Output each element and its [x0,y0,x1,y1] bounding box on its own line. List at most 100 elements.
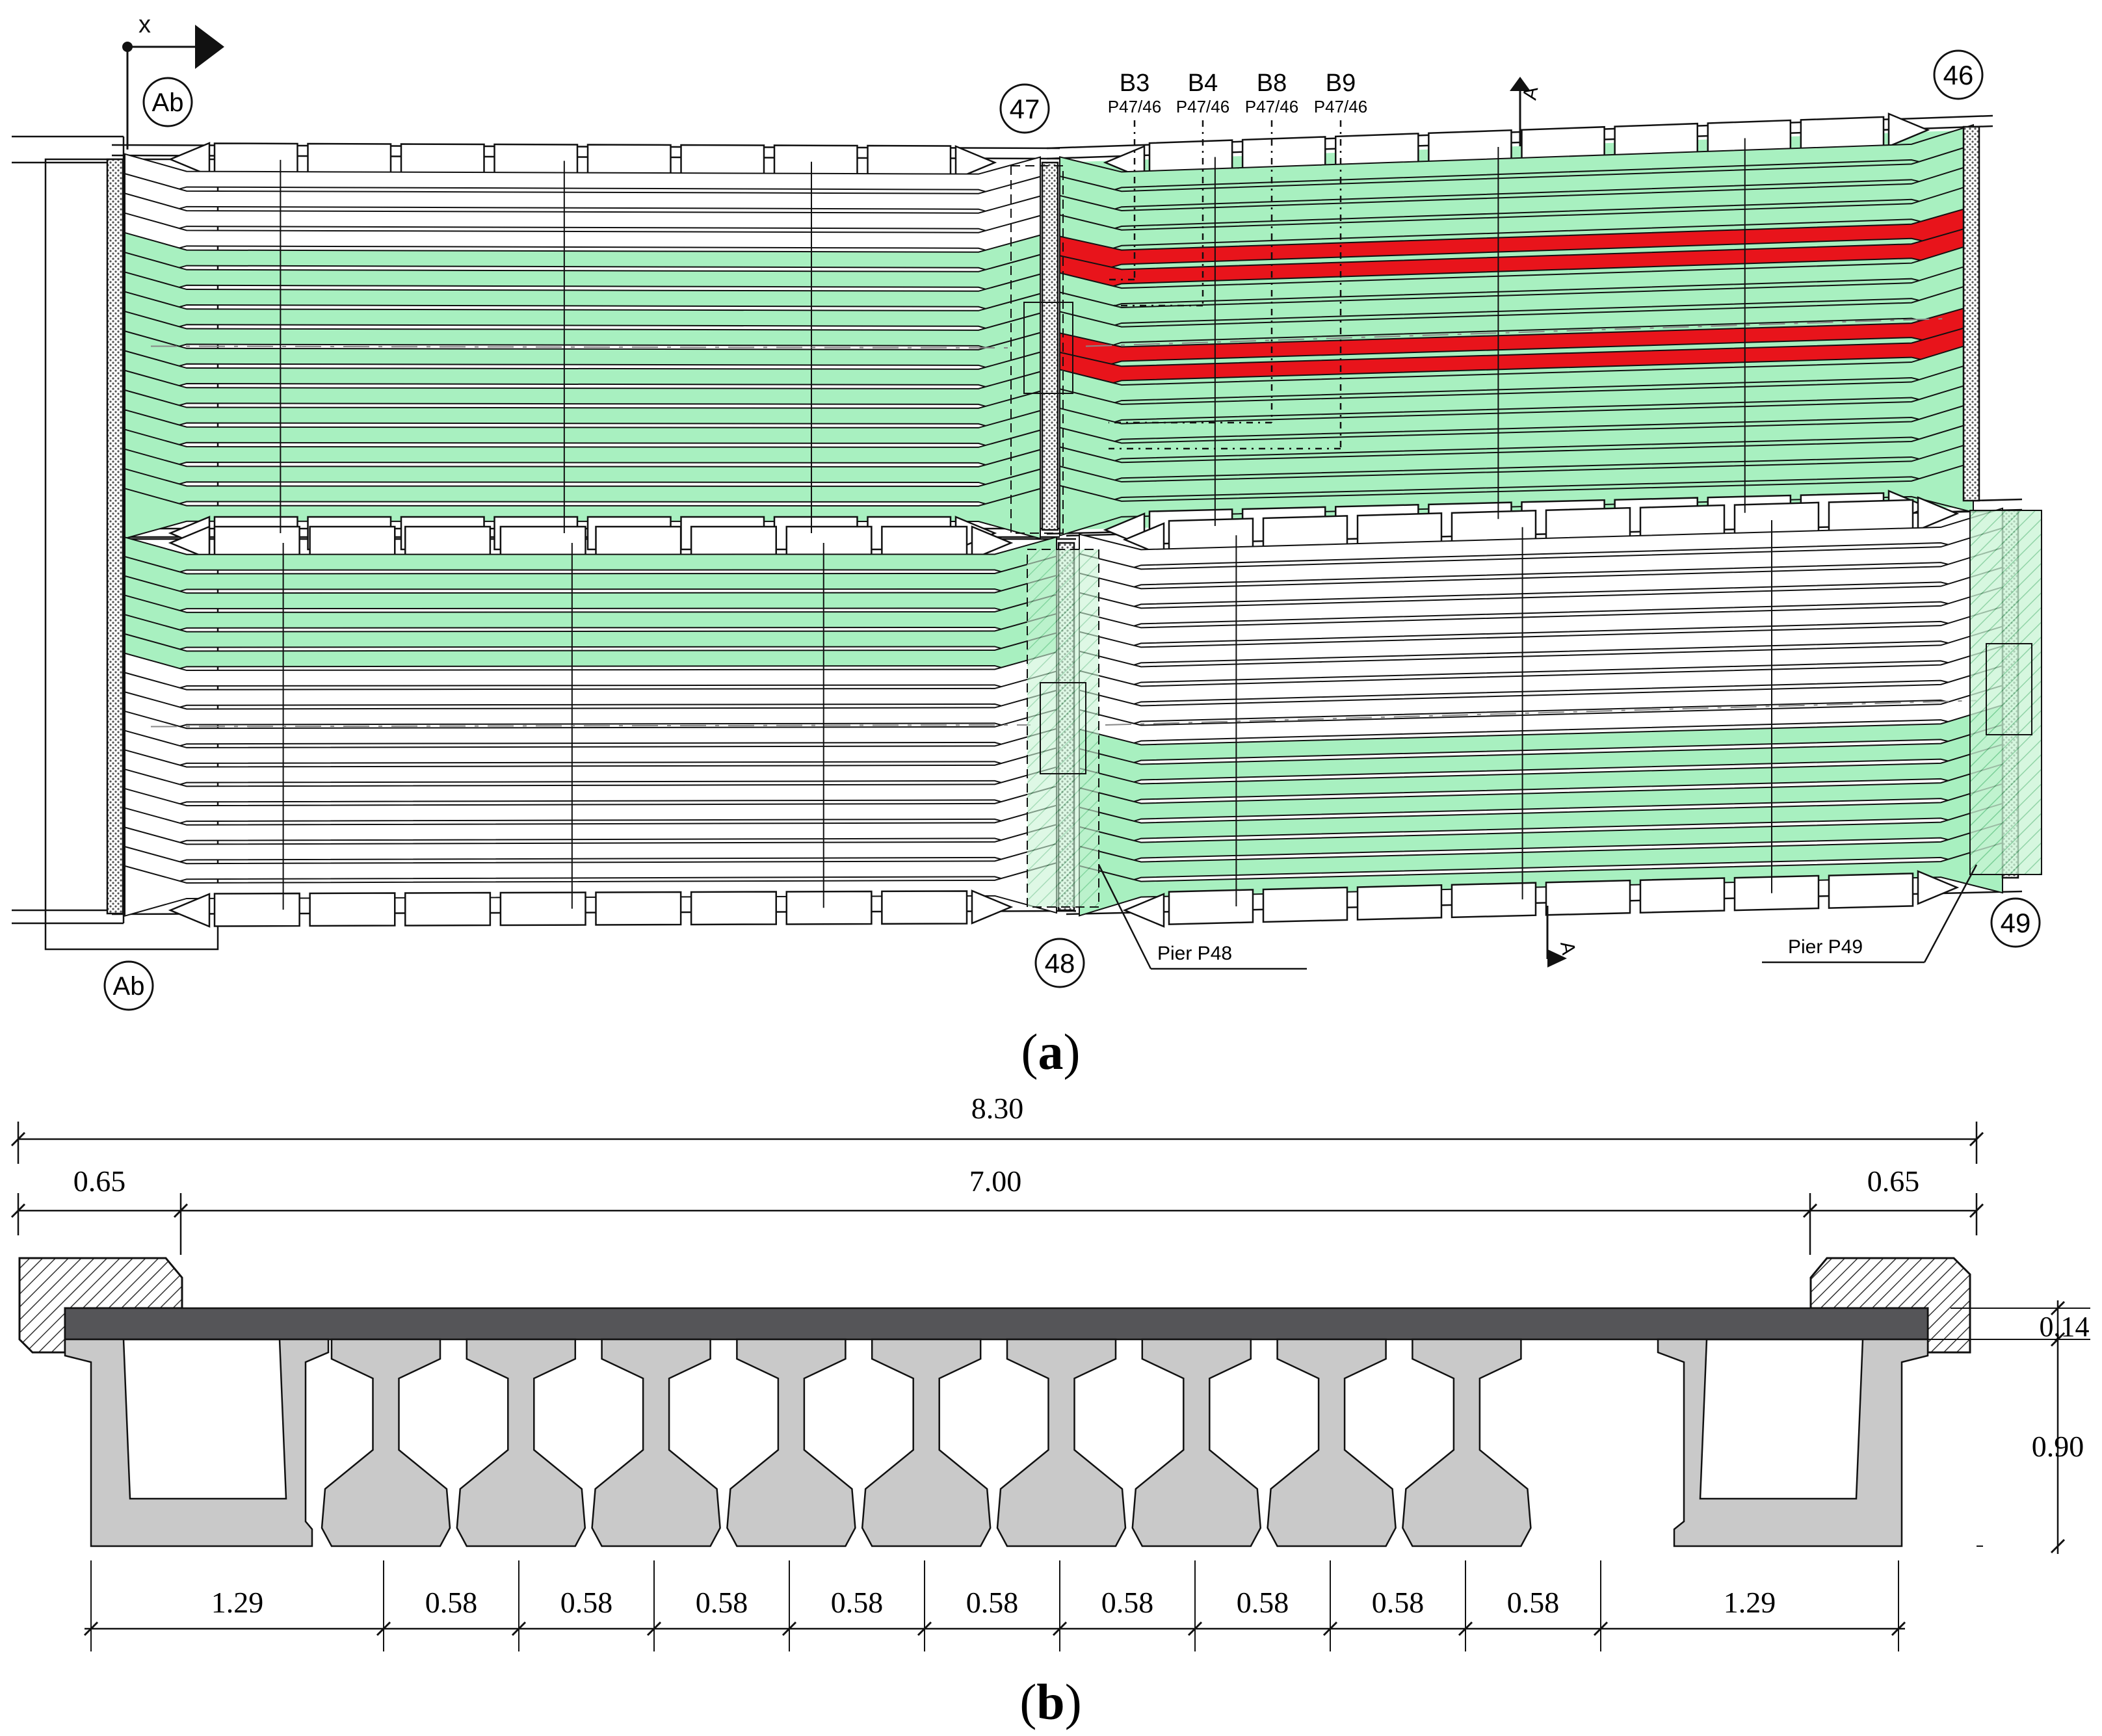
dimension-tick [1052,1621,1068,1637]
bottom-dimension-label: 0.58 [966,1586,1019,1619]
pier-label-48: 48 [1034,938,1085,988]
beam-label-b3: B3 P47/46 [1108,70,1161,116]
bottom-dimension-label: 0.58 [831,1586,884,1619]
dimension-tick [83,1621,99,1637]
abutment-label-bottom: Ab [103,960,154,1011]
svg-text:P47/46: P47/46 [1176,97,1229,116]
bottom-dimension-label: 1.29 [211,1586,264,1619]
x-axis-marker: x [122,11,224,150]
dimension-tick [782,1621,797,1637]
dimension-tick [1891,1621,1906,1637]
caption-b: (b) [1019,1674,1081,1730]
edge-beam-cell [309,892,396,927]
svg-text:Pier P48: Pier P48 [1157,943,1232,964]
edge-beam-cell [1639,877,1726,914]
dim-side-right: 0.65 [1867,1164,1920,1198]
dim-slab-thickness: 0,14 [2040,1311,2090,1343]
precast-beam [124,861,1057,917]
edge-beam-end [168,142,211,177]
bottom-dimension-label: 0.58 [425,1586,478,1619]
pier-callout-p48: Pier P48 [1097,864,1307,970]
plan-diaphragms [150,138,1977,910]
svg-text:P47/46: P47/46 [1108,97,1161,116]
edge-beam-cell [690,891,777,926]
edge-beam-end [971,525,1014,560]
x-axis-arrow-icon [195,25,224,69]
dimension-tick [917,1621,932,1637]
edge-beam-end [1887,112,1930,148]
edge-beam-cell [213,892,300,927]
bearing-box [1040,682,1086,774]
pier-hatched-area [1027,549,1099,908]
dimension-tick [1593,1621,1609,1637]
deck-slab [64,1307,1929,1341]
edge-beam-cell [1733,875,1820,912]
dimension-tick [1187,1621,1203,1637]
i-beam [1131,1338,1262,1547]
edge-beam-cell [1828,873,1914,909]
edge-beam-cell [1262,886,1348,923]
pier-cap [1962,125,1980,502]
edge-beam-cell [881,890,968,925]
center-line [1105,700,1977,726]
edge-beam-cell [499,891,586,927]
pier-dashed-outline [1010,165,1064,534]
bottom-dimension-label: 0.58 [1101,1586,1154,1619]
precast-beam [1079,841,2003,917]
bottom-dimension-label: 0.58 [560,1586,613,1619]
i-beam [456,1338,586,1547]
dimension-tick [646,1621,662,1637]
svg-text:46: 46 [1943,60,1974,90]
dimension-tick [511,1621,527,1637]
i-beam [996,1338,1127,1547]
right-dimension-lines: 0,14 0.90 [1905,1300,2090,1554]
svg-text:B9: B9 [1326,70,1356,97]
edge-beam-end [1122,522,1165,557]
section-arrow-icon [1510,77,1531,91]
top-dimension-lines: 8.30 0.65 7.00 0.65 [10,1092,1984,1255]
svg-text:49: 49 [2001,908,2031,938]
svg-text:Ab: Ab [113,972,145,1001]
svg-text:47: 47 [1010,94,1040,124]
pier-label-49: 49 [1990,897,2041,948]
svg-text:B4: B4 [1188,70,1218,97]
svg-text:P47/46: P47/46 [1245,97,1298,116]
edge-beam-end [1122,893,1165,928]
dim-beam-depth: 0.90 [2032,1430,2084,1463]
center-line [150,724,1031,728]
edge-beam-end [1917,870,1960,905]
i-beam [1267,1338,1397,1547]
dimension-tick [1458,1621,1473,1637]
section-arrow-icon [1547,949,1567,967]
edge-box-beam-right [1657,1338,1929,1547]
edge-beam-cell [1451,882,1537,919]
plan-pier-caps [106,125,2042,915]
edge-beam-end [168,893,211,928]
svg-text:P47/46: P47/46 [1314,97,1367,116]
edge-beam-cell [785,890,873,925]
i-beam [321,1338,451,1547]
i-beam [591,1338,721,1547]
abutment-label-top: Ab [142,77,193,127]
dim-total-width: 8.30 [971,1092,1024,1125]
edge-beam-end [971,889,1014,925]
svg-text:48: 48 [1045,948,1075,979]
pier-hatched-area [1969,510,2042,875]
caption-b-letter: b [1036,1674,1064,1730]
dim-side-left: 0.65 [73,1164,126,1198]
pier-label-47: 47 [999,83,1050,134]
i-beam [1402,1338,1532,1547]
bearing-box [1023,302,1073,394]
precast-beam [124,488,1041,540]
section-mark-top: A [1510,77,1542,146]
edge-beam-end [168,525,211,560]
svg-text:B3: B3 [1120,70,1150,97]
plan-beams [124,112,2003,928]
edge-beam-end [1917,496,1960,531]
section-body [18,1257,1971,1547]
cross-section-view: 8.30 0.65 7.00 0.65 0,14 0.90 [10,1092,2090,1730]
dimension-tick [376,1621,391,1637]
svg-text:Ab: Ab [152,88,184,117]
